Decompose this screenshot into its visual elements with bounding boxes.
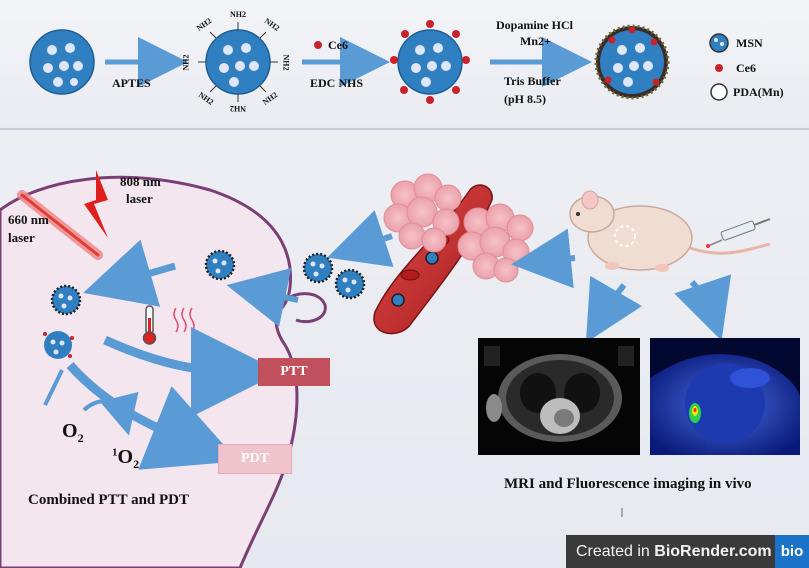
laser-808	[84, 170, 108, 238]
outside-particle-2	[334, 268, 366, 300]
edc-nhs-label: EDC NHS	[310, 76, 364, 90]
laser-660-line1: 660 nm	[8, 212, 49, 227]
rbc-1	[400, 269, 420, 281]
ph-label: (pH 8.5)	[504, 92, 546, 106]
legend-ce6-icon	[715, 64, 723, 72]
legend-msn-icon	[709, 33, 729, 53]
msn-bare	[29, 29, 95, 95]
mri-image	[478, 338, 640, 455]
aptes-label: APTES	[112, 76, 151, 90]
nh2-right: NH2	[281, 54, 291, 71]
fluorescence-image	[650, 338, 800, 455]
laser-808-line1: 808 nm	[120, 174, 161, 189]
ce6-reagent-label: Ce6	[328, 38, 348, 52]
ptt-box: PTT	[258, 358, 330, 386]
cell-caption: Combined PTT and PDT	[28, 492, 190, 508]
msn-ce6-pda	[594, 24, 670, 100]
entering-particle-1	[204, 249, 236, 281]
singlet-oxygen-label: 1O2	[112, 446, 140, 471]
cell-particle-2	[43, 331, 74, 359]
nh2-top: NH2	[230, 10, 246, 19]
vessel-particle-1	[391, 293, 405, 307]
arrow-tumor-to-cell	[327, 210, 394, 268]
vessel-particle-2	[425, 251, 439, 265]
arrow-uptake	[226, 267, 299, 327]
band-divider	[0, 128, 809, 130]
mn-label: Mn2+	[520, 34, 551, 48]
arrow-o2-conversion	[82, 391, 139, 436]
legend-pda-label: PDA(Mn)	[733, 85, 784, 99]
arrow-down-small	[43, 369, 64, 406]
outside-particle-1	[302, 252, 334, 284]
msn-ce6	[390, 20, 470, 104]
biorender-watermark: Created in BioRender.com bio	[566, 535, 809, 568]
imaging-caption: MRI and Fluorescence imaging in vivo	[504, 476, 752, 492]
ce6-dot-label	[314, 41, 322, 49]
thermometer-icon	[142, 305, 157, 345]
o2-label: O2	[62, 420, 84, 445]
syringe-icon	[706, 218, 771, 248]
legend-msn-label: MSN	[736, 36, 763, 50]
cell-particle-1	[50, 284, 82, 316]
arrow-to-ptt	[103, 326, 281, 417]
legend-pda-icon	[710, 83, 728, 101]
nh2-left: NH2	[181, 54, 191, 71]
biorender-logo-icon: bio	[775, 535, 809, 568]
laser-660-line2: laser	[8, 230, 35, 245]
arrow-to-fluorescence	[674, 274, 732, 341]
arrow-into-cell	[83, 239, 176, 307]
tumor-cluster-2	[457, 203, 534, 283]
arrow-to-mri	[585, 275, 643, 343]
cell-membrane	[0, 175, 299, 568]
tris-label: Tris Buffer	[504, 74, 561, 88]
pdt-box: PDT	[218, 444, 292, 474]
msn-nh2	[198, 22, 278, 102]
arrow-mouse-to-tumor	[511, 228, 576, 289]
nh2-bottom: NH2	[230, 104, 246, 113]
endocytosis-pocket	[284, 292, 327, 324]
watermark-text: Created in BioRender.com	[576, 542, 772, 560]
laser-808-line2: laser	[126, 191, 153, 206]
dopamine-label: Dopamine HCl	[496, 18, 574, 32]
legend-ce6-label: Ce6	[736, 61, 756, 75]
mouse-illustration	[569, 190, 771, 272]
